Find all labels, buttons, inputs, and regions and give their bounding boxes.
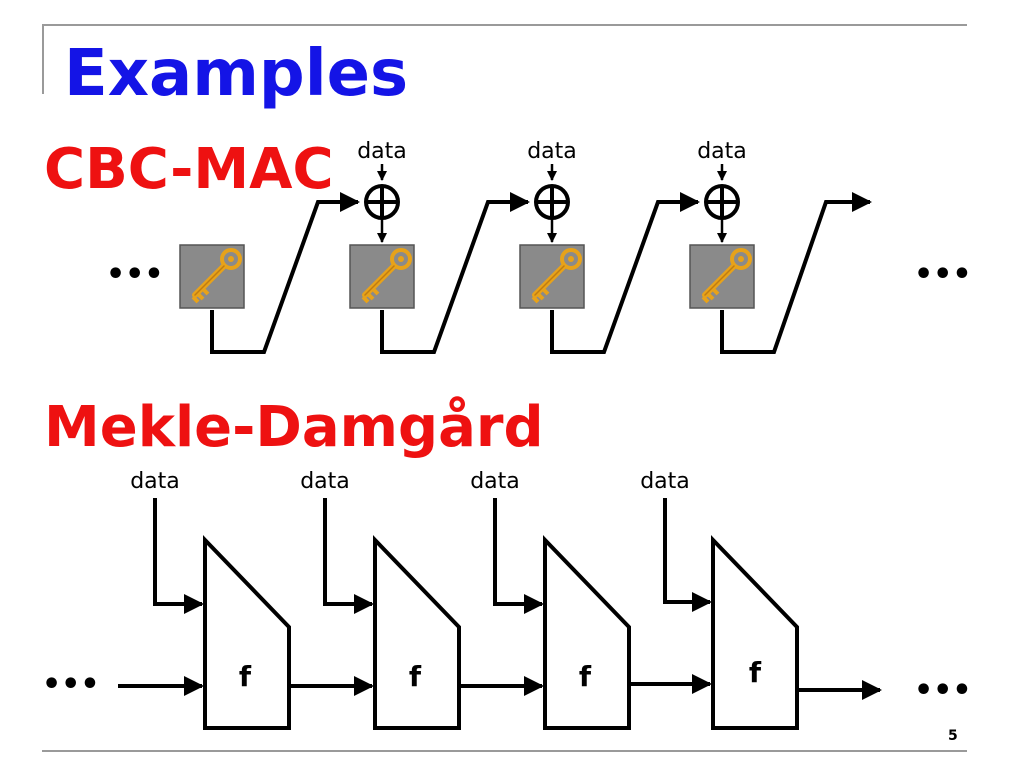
xor-icon: [534, 184, 570, 220]
cbc-key-block: [179, 244, 245, 309]
function-label: f: [239, 660, 252, 693]
compression-function-block: data f: [640, 469, 799, 730]
cbc-xor-node: data: [357, 139, 407, 243]
cbc-chain-wire: [550, 192, 700, 354]
xor-icon: [704, 184, 740, 220]
md-ellipsis-left: •••: [42, 667, 100, 702]
cbc-key-block: [349, 244, 415, 309]
cbc-data-input-label: data: [527, 139, 577, 164]
cbc-xor-node: data: [697, 139, 747, 243]
compression-function-block: data f: [130, 469, 291, 730]
function-label: f: [579, 660, 592, 693]
md-data-input-label: data: [470, 469, 520, 494]
compression-function-block: data f: [300, 469, 461, 730]
merkle-damgard-label: Mekle-Damgård: [44, 395, 544, 460]
cbc-key-block: [689, 244, 755, 309]
md-data-input-label: data: [130, 469, 180, 494]
cbc-data-input-label: data: [357, 139, 407, 164]
md-data-input-label: data: [300, 469, 350, 494]
cbc-mac-chain: ••• ••• data: [106, 139, 972, 354]
frame-top-rule: [42, 24, 967, 26]
cbc-mac-label: CBC-MAC: [44, 137, 334, 202]
cbc-chain-wire: [380, 192, 530, 354]
slide-title: Examples: [64, 37, 409, 111]
cbc-chain-wire: [210, 192, 360, 354]
function-label: f: [409, 660, 422, 693]
frame-bottom-rule: [42, 750, 967, 752]
md-data-input-label: data: [640, 469, 690, 494]
xor-icon: [364, 184, 400, 220]
cbc-xor-node: data: [527, 139, 577, 243]
cbc-ellipsis-right: •••: [914, 257, 972, 292]
compression-function-block: data f: [470, 469, 631, 730]
cbc-ellipsis-left: •••: [106, 257, 164, 292]
page-number: 5: [948, 728, 958, 744]
cbc-key-block: [519, 244, 585, 309]
merkle-damgard-chain: ••• ••• data f data f data f data f: [42, 469, 972, 730]
cbc-chain-wire: [720, 192, 872, 354]
function-label: f: [749, 656, 762, 689]
md-ellipsis-right: •••: [914, 673, 972, 708]
frame-left-rule: [42, 24, 44, 94]
cbc-data-input-label: data: [697, 139, 747, 164]
